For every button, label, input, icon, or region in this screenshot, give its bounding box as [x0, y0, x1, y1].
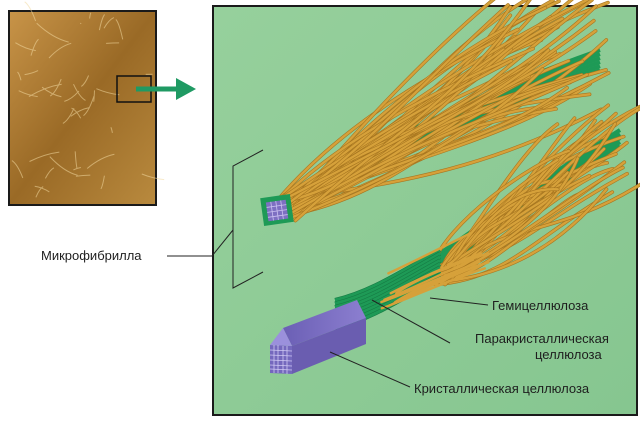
micrograph-image — [9, 2, 164, 205]
crystalline-label: Кристаллическая целлюлоза — [414, 381, 589, 397]
paracrystalline-label-line2: целлюлоза — [535, 347, 602, 363]
paracrystalline-label-line1: Паракристаллическая — [475, 331, 609, 347]
microfibril-cross-section — [260, 194, 294, 226]
microfibril-label: Микрофибрилла — [41, 248, 142, 264]
hemicellulose-label: Гемицеллюлоза — [492, 298, 588, 314]
